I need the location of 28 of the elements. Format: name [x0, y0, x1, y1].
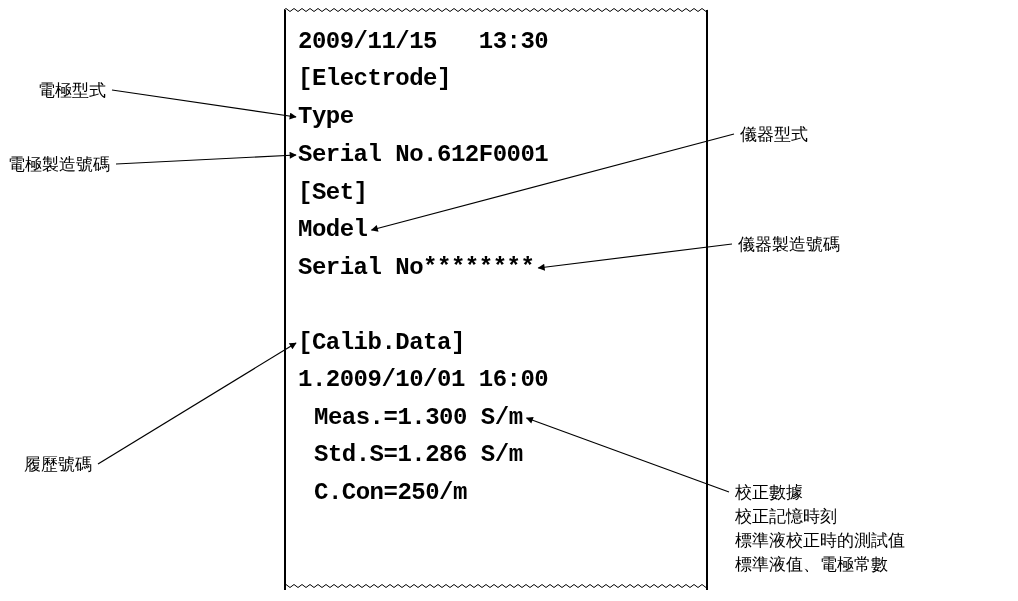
receipt-line: [Calib.Data]: [298, 329, 465, 357]
receipt-line: 1.2009/10/01 16:00: [298, 366, 549, 394]
arrow: [97, 342, 297, 465]
arrow: [525, 416, 730, 493]
receipt-line: Model: [298, 216, 368, 244]
receipt-line: Serial No.612F0001: [298, 141, 549, 169]
arrow: [111, 89, 297, 120]
annotation-label: 校正記憶時刻: [735, 505, 837, 528]
arrow: [115, 151, 297, 165]
receipt-line: [Electrode]: [298, 65, 451, 93]
annotation-label: 校正數據: [735, 481, 803, 504]
receipt-line: Serial No********: [298, 254, 535, 282]
receipt-line: 2009/11/15 13:30: [298, 28, 549, 56]
receipt-line: Std.S=1.286 S/m: [314, 441, 523, 469]
annotation-label: 標準液值、電極常數: [735, 553, 888, 576]
receipt-line: C.Con=250/m: [314, 479, 467, 507]
annotation-label: 電極型式: [38, 78, 106, 102]
receipt-line: Type: [298, 103, 354, 131]
receipt-paper: [284, 10, 708, 590]
receipt-line: [Set]: [298, 179, 368, 207]
annotation-label: 儀器型式: [740, 122, 808, 146]
arrow: [370, 133, 735, 232]
annotation-label: 履歷號碼: [24, 452, 92, 476]
receipt-line: Meas.=1.300 S/m: [314, 404, 523, 432]
annotation-label: 儀器製造號碼: [738, 232, 840, 256]
annotation-label: 標準液校正時的測試值: [735, 529, 905, 552]
annotation-label: 電極製造號碼: [8, 152, 110, 176]
arrow: [537, 243, 733, 271]
